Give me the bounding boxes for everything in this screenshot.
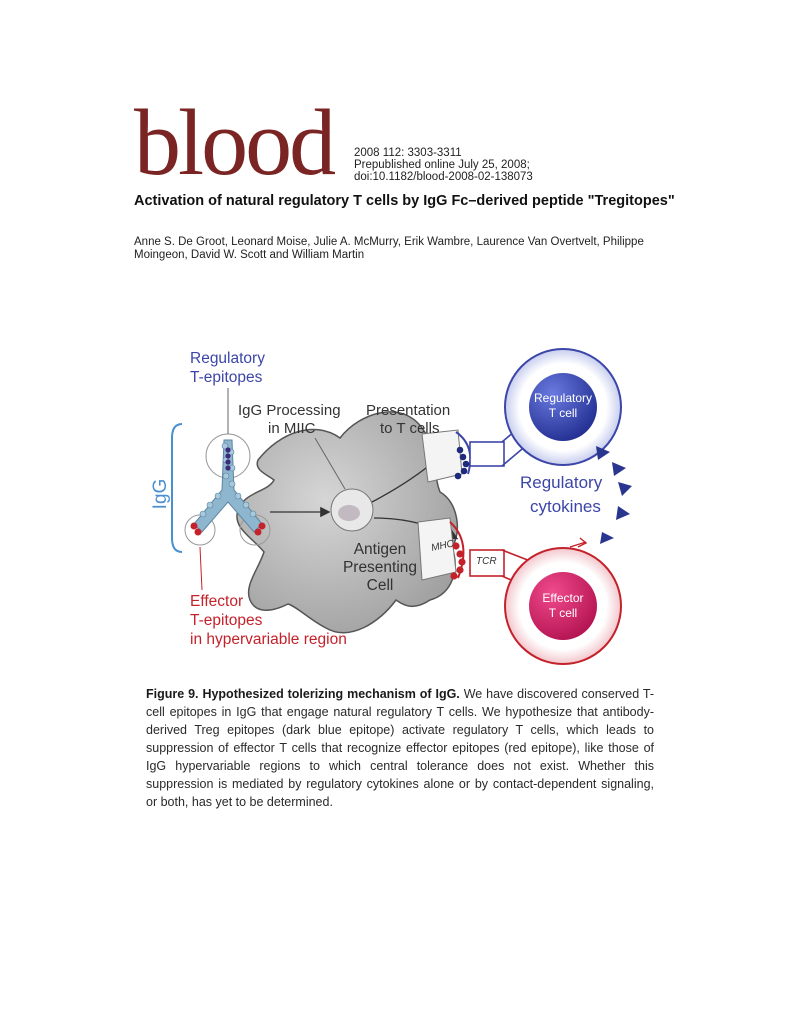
regulatory-cytokine-arrows: [596, 446, 632, 544]
igg-processing-label-1: IgG Processing: [238, 402, 341, 419]
regulatory-epitopes-label-1: Regulatory: [190, 350, 265, 367]
mhc-label: MHC: [430, 538, 455, 554]
effector-epitopes-label-1: Effector: [190, 593, 243, 610]
effector-t-cell-label-1: Effector: [542, 591, 583, 605]
article-title: Activation of natural regulatory T cells…: [134, 193, 675, 209]
apc-label-2: Presenting: [343, 559, 417, 576]
figure-caption: Figure 9. Hypothesized tolerizing mechan…: [146, 685, 654, 811]
regulatory-cytokines-label-1: Regulatory: [520, 473, 603, 492]
igg-processing-label-2: in MIIC: [268, 420, 316, 437]
article-authors: Anne S. De Groot, Leonard Moise, Julie A…: [134, 236, 644, 261]
citation-prepublished: Prepublished online July 25, 2008;: [354, 159, 530, 171]
presentation-label-1: Presentation: [366, 402, 450, 419]
effector-epitopes-label-3: in hypervariable region: [190, 631, 347, 648]
igg-bracket: [171, 423, 183, 553]
figure-9: IgG: [140, 342, 660, 672]
apc-label-3: Cell: [367, 577, 394, 594]
apc-label-1: Antigen: [354, 541, 407, 558]
igg-label: IgG: [150, 479, 171, 510]
citation-block: 2008 112: 3303-3311 Prepublished online …: [354, 147, 533, 183]
effector-epitopes-label-2: T-epitopes: [190, 612, 263, 629]
citation-doi[interactable]: doi:10.1182/blood-2008-02-138073: [354, 171, 533, 183]
regulatory-t-cell-label-1: Regulatory: [534, 391, 592, 405]
figure-caption-label: Figure 9. Hypothesized tolerizing mechan…: [146, 687, 460, 701]
regulatory-t-cell: [529, 373, 597, 441]
regulatory-t-cell-label-2: T cell: [549, 406, 577, 420]
regulatory-epitope-dots: [225, 447, 231, 471]
citation-volume: 2008 112: 3303-3311: [354, 147, 462, 159]
journal-logo: blood: [134, 91, 336, 195]
effector-t-cell-label-2: T cell: [549, 606, 577, 620]
effector-epitope-dots: [190, 522, 266, 536]
effector-mhc-tcr-complex: MHC TCR: [417, 517, 539, 593]
regulatory-epitopes-label-2: T-epitopes: [190, 369, 263, 386]
effector-t-cell: [529, 572, 597, 640]
tcr-label: TCR: [476, 556, 497, 567]
figure-caption-text: We have discovered conserved T-cell epit…: [146, 687, 654, 809]
presentation-label-2: to T cells: [380, 420, 439, 437]
regulatory-cytokines-label-2: cytokines: [530, 497, 601, 516]
igg-antibody: [184, 433, 271, 546]
